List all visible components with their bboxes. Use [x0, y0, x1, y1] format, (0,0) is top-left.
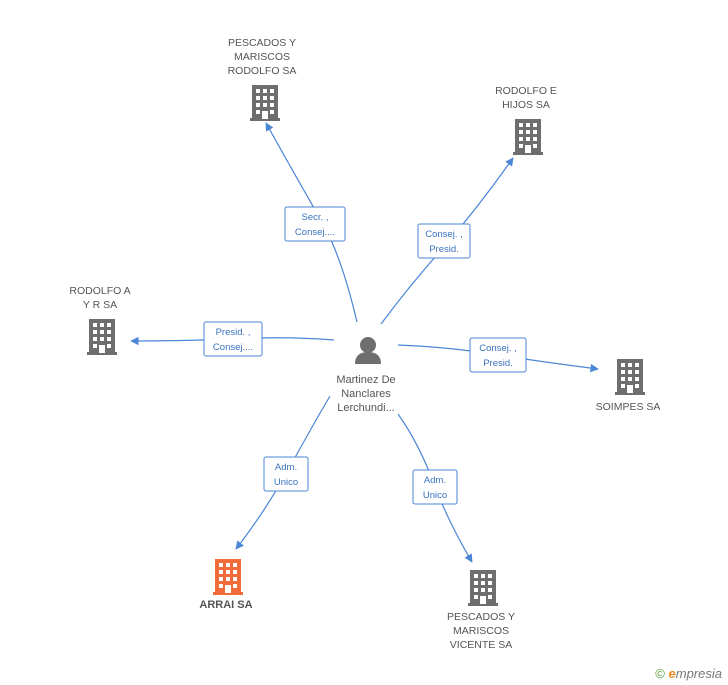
company-label-line-1: PESCADOS Y [228, 37, 296, 49]
company-node-arrai[interactable]: ARRAI SA [199, 559, 253, 611]
relation-text-line-1: Consej. , [479, 343, 517, 354]
building-icon [513, 119, 543, 155]
relation-text-line-1: Secr. , [302, 212, 329, 223]
center-label-line-1: Martinez De [336, 374, 395, 386]
relation-box-soimpes[interactable]: Consej. , Presid. [469, 337, 527, 373]
company-label-line-2: MARISCOS [453, 625, 509, 637]
brand-rest: mpresia [675, 666, 722, 681]
company-label-line-2: Y R SA [83, 299, 117, 311]
center-label-line-3: Lerchundi... [337, 402, 394, 414]
relation-text-line-2: Consej.... [213, 342, 253, 353]
company-label-line-1: RODOLFO E [495, 85, 557, 97]
relation-box-frame [284, 206, 346, 242]
relation-text-line-1: Presid. , [216, 327, 251, 338]
relation-labels: Secr. , Consej.... Consej. , Presid. Presid.… [203, 206, 527, 505]
building-icon [468, 570, 498, 606]
relation-text-line-2: Presid. [429, 244, 459, 255]
empresia-logo[interactable]: empresia [669, 666, 722, 681]
company-node-pescados-rodolfo[interactable]: PESCADOS Y MARISCOS RODOLFO SA [228, 37, 297, 121]
relation-box-frame [469, 337, 527, 373]
relation-text-line-2: Consej.... [295, 227, 335, 238]
company-label-line-2: MARISCOS [234, 51, 290, 63]
company-node-rodolfo-ayr[interactable]: RODOLFO A Y R SA [69, 285, 131, 355]
relation-text-line-1: Adm. [275, 462, 297, 473]
company-label-line-1: SOIMPES SA [596, 401, 661, 413]
building-icon [615, 359, 645, 395]
relation-box-frame [263, 456, 309, 492]
relation-box-frame [417, 223, 471, 259]
relation-box-frame [412, 469, 458, 505]
building-icon [87, 319, 117, 355]
relation-text-line-1: Consej. , [425, 229, 463, 240]
company-nodes: PESCADOS Y MARISCOS RODOLFO SA RODOLFO E HIJ… [69, 37, 660, 651]
relation-box-pescados-vicente[interactable]: Adm. Unico [412, 469, 458, 505]
company-label-line-1: PESCADOS Y [447, 611, 515, 623]
company-label-line-2: HIJOS SA [502, 99, 550, 111]
company-label-line-1: RODOLFO A [69, 285, 130, 297]
relation-text-line-2: Unico [423, 490, 447, 501]
relation-text-line-2: Unico [274, 477, 298, 488]
company-label-line-1: ARRAI SA [199, 599, 252, 611]
relation-box-pescados-rodolfo[interactable]: Secr. , Consej.... [284, 206, 346, 242]
company-node-soimpes[interactable]: SOIMPES SA [596, 359, 661, 413]
building-icon [250, 85, 280, 121]
relation-text-line-2: Presid. [483, 358, 513, 369]
center-person-node[interactable]: Martinez De Nanclares Lerchundi... [336, 337, 396, 414]
center-label-line-2: Nanclares [341, 388, 391, 400]
copyright-footer: © empresia [655, 666, 722, 681]
company-node-pescados-vicente[interactable]: PESCADOS Y MARISCOS VICENTE SA [447, 570, 515, 651]
relation-box-frame [203, 321, 263, 357]
company-label-line-3: RODOLFO SA [228, 65, 297, 77]
person-icon [355, 337, 381, 364]
brand-initial: e [668, 666, 676, 681]
relation-text-line-1: Adm. [424, 475, 446, 486]
relation-box-rodolfo-hijos[interactable]: Consej. , Presid. [417, 223, 471, 259]
relation-box-arrai[interactable]: Adm. Unico [263, 456, 309, 492]
copyright-symbol: © [655, 666, 665, 681]
company-label-line-3: VICENTE SA [450, 639, 512, 651]
company-node-rodolfo-hijos[interactable]: RODOLFO E HIJOS SA [495, 85, 557, 155]
relation-box-rodolfo-ayr[interactable]: Presid. , Consej.... [203, 321, 263, 357]
building-icon [213, 559, 243, 595]
